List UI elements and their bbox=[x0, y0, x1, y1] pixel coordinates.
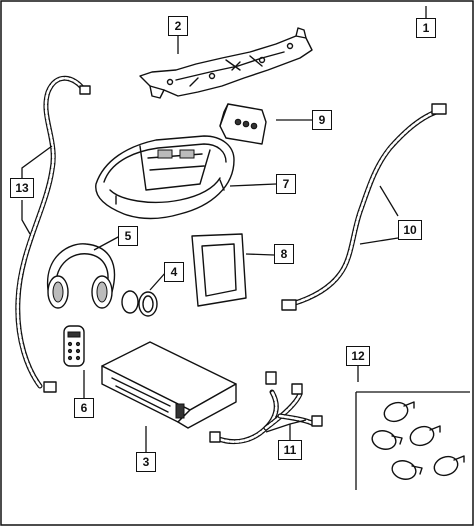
callout-8: 8 bbox=[274, 244, 294, 264]
callout-10: 10 bbox=[398, 220, 422, 240]
callout-7: 7 bbox=[276, 174, 296, 194]
callout-9: 9 bbox=[312, 110, 332, 130]
cable-illustration bbox=[281, 103, 447, 311]
callout-5: 5 bbox=[118, 226, 138, 246]
callout-4: 4 bbox=[164, 262, 184, 282]
connector-block-illustration bbox=[219, 103, 267, 145]
long-harness-illustration bbox=[15, 75, 91, 393]
callout-13: 13 bbox=[10, 178, 34, 198]
callout-12: 12 bbox=[346, 346, 370, 366]
knobs-illustration bbox=[121, 290, 158, 317]
gasket-illustration bbox=[191, 233, 247, 307]
overhead-console-illustration bbox=[95, 135, 235, 220]
callout-1: 1 bbox=[416, 18, 436, 38]
callout-3: 3 bbox=[136, 452, 156, 472]
zip-ties-illustration bbox=[355, 391, 470, 490]
y-harness-illustration bbox=[209, 371, 323, 445]
callout-6: 6 bbox=[74, 398, 94, 418]
dvd-player-illustration bbox=[101, 341, 237, 429]
headphones-illustration bbox=[47, 243, 116, 309]
callout-11: 11 bbox=[278, 440, 302, 460]
callout-2: 2 bbox=[168, 16, 188, 36]
remote-control-illustration bbox=[63, 325, 85, 367]
leader-lines bbox=[21, 6, 427, 454]
mounting-bracket-illustration bbox=[139, 27, 313, 99]
